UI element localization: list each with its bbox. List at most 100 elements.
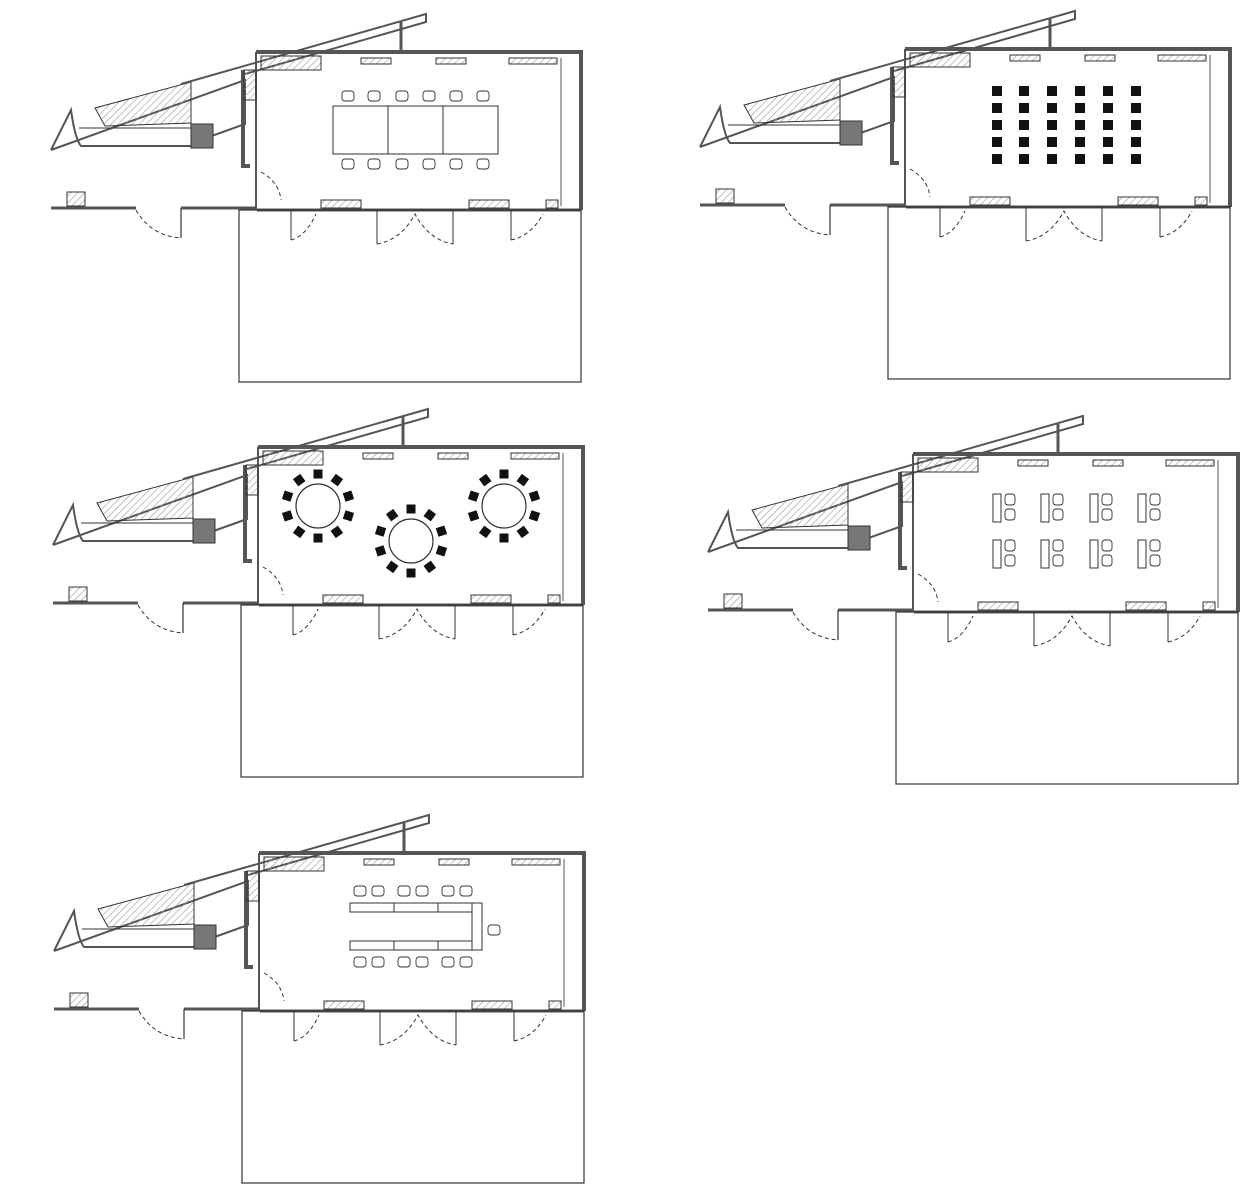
chair	[281, 490, 294, 502]
chair	[499, 533, 509, 543]
door-swing	[137, 604, 184, 634]
table-top-row	[349, 902, 483, 913]
floor-plan-drawing	[50, 12, 583, 383]
chair	[1052, 508, 1064, 521]
chair	[353, 956, 367, 968]
plan-group	[707, 414, 1240, 785]
north-window	[511, 858, 561, 866]
chair	[415, 885, 429, 897]
chair	[330, 473, 344, 487]
floor-plan-u-shape	[53, 813, 594, 1190]
conference-table	[442, 105, 499, 155]
terrace-outline	[241, 1010, 585, 1184]
entry-kiosk	[723, 593, 743, 609]
chair	[1103, 154, 1113, 164]
floor-plan-drawing	[52, 407, 585, 778]
chair	[397, 956, 411, 968]
chair	[371, 885, 385, 897]
door-swing	[1033, 614, 1111, 647]
north-window	[362, 452, 394, 460]
chair	[367, 90, 381, 102]
chair	[395, 158, 409, 170]
chair	[992, 154, 1002, 164]
north-counter	[909, 52, 971, 68]
round-table	[295, 483, 341, 529]
door-swing	[784, 206, 831, 236]
chair	[478, 525, 492, 539]
door-swing	[135, 209, 182, 239]
chair	[1075, 103, 1085, 113]
floor-plan-drawing	[53, 813, 586, 1184]
chair	[478, 473, 492, 487]
south-window	[471, 1000, 513, 1010]
south-window	[323, 1000, 365, 1010]
south-window	[1125, 601, 1167, 611]
chair	[1131, 137, 1141, 147]
door-swing	[379, 1013, 457, 1046]
left-wing-counter	[97, 882, 195, 928]
chair	[1103, 103, 1113, 113]
door-swing	[260, 171, 282, 201]
north-window	[508, 57, 558, 65]
table-bottom-row	[349, 940, 483, 951]
left-wing-wall	[707, 480, 903, 553]
north-window	[1165, 459, 1215, 467]
chair	[367, 158, 381, 170]
chair	[1103, 86, 1113, 96]
chair	[459, 956, 473, 968]
entry-kiosk	[68, 586, 88, 602]
door-swing	[378, 607, 456, 640]
chair	[1149, 493, 1161, 506]
south-window	[1194, 196, 1208, 206]
north-window	[1009, 54, 1041, 62]
chair	[1075, 86, 1085, 96]
chair	[1131, 154, 1141, 164]
chair	[992, 120, 1002, 130]
corner-hatch	[243, 69, 257, 101]
chair	[422, 90, 436, 102]
chair	[406, 568, 416, 578]
door-swing	[263, 972, 285, 1002]
chair	[342, 490, 355, 502]
desk	[992, 493, 1002, 523]
north-counter	[260, 55, 322, 71]
chair	[1047, 86, 1057, 96]
chair	[1052, 539, 1064, 552]
floor-plan-banquet-rounds	[52, 407, 593, 784]
chair	[342, 510, 355, 522]
chair	[341, 158, 355, 170]
south-window	[548, 1000, 562, 1010]
north-window	[360, 57, 392, 65]
table-end	[471, 902, 483, 951]
door-swing	[376, 212, 454, 245]
door-swing	[1167, 615, 1201, 643]
door-swing	[939, 210, 966, 238]
room-north-east-wall	[905, 47, 1232, 207]
desk	[1089, 493, 1099, 523]
door-swing	[917, 573, 939, 603]
chair	[467, 490, 480, 502]
column	[193, 924, 217, 950]
column	[847, 525, 871, 551]
chair	[423, 560, 437, 574]
room-west-wall	[898, 472, 907, 570]
round-table	[388, 518, 434, 564]
chair	[1019, 154, 1029, 164]
chair	[353, 885, 367, 897]
south-window	[545, 199, 559, 209]
door-swing	[290, 213, 317, 241]
chair	[1101, 508, 1113, 521]
chair	[1101, 539, 1113, 552]
floor-plan-drawing	[707, 414, 1240, 785]
chair	[1149, 508, 1161, 521]
south-window	[969, 196, 1011, 206]
desk	[1137, 493, 1147, 523]
chair	[374, 545, 387, 557]
door-swing	[138, 1010, 185, 1040]
chair	[374, 525, 387, 537]
chair	[385, 508, 399, 522]
chair	[292, 525, 306, 539]
chair	[441, 956, 455, 968]
left-wing-wall	[52, 473, 248, 546]
conference-table	[387, 105, 444, 155]
